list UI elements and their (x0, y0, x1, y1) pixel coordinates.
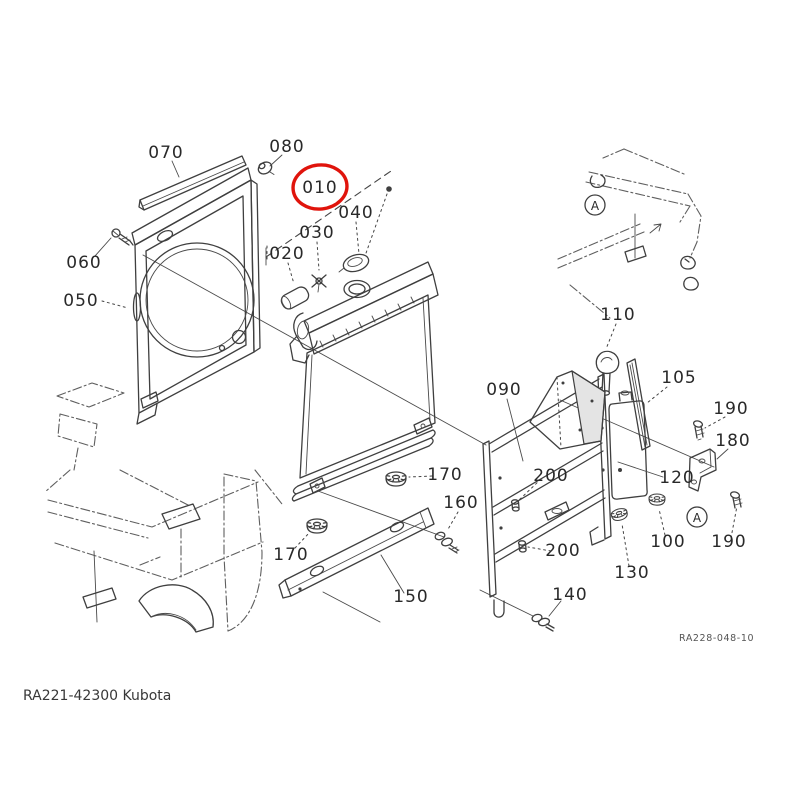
part-label-070: 070 (148, 143, 183, 163)
chassis-frame-bottom-left (44, 382, 283, 633)
part-label-080: 080 (269, 137, 304, 157)
cushion-170-left (306, 518, 328, 534)
grommet-130 (609, 506, 630, 523)
part-label-020: 020 (269, 244, 304, 264)
part-label-190-lower: 190 (711, 532, 746, 552)
part-label-110: 110 (600, 305, 635, 325)
stay-105 (626, 358, 651, 451)
screw-060 (111, 228, 134, 246)
part-label-180: 180 (715, 431, 750, 451)
part-label-100: 100 (650, 532, 685, 552)
part-label-130: 130 (614, 563, 649, 583)
part-label-170-left: 170 (273, 545, 308, 565)
part-label-200-lower: 200 (545, 541, 580, 561)
bolt-200-lower (517, 540, 527, 553)
part-label-190-upper: 190 (713, 399, 748, 419)
footer-part-number: RA221-42300 Kubota (23, 688, 171, 704)
bolt-140 (531, 613, 555, 632)
part-label-030: 030 (299, 223, 334, 243)
frame-hook (683, 276, 699, 291)
drawing-number: RA228-048-10 (679, 633, 754, 644)
radiator-assembly (280, 253, 439, 502)
plate-120 (608, 390, 648, 500)
part-label-040: 040 (338, 203, 373, 223)
ref-marker-top-label: A (591, 199, 600, 213)
ref-marker-top: A (584, 194, 606, 216)
bolt-190-upper (692, 420, 705, 441)
support-bar-150 (278, 507, 435, 599)
highlight-ellipse (291, 163, 349, 211)
part-label-090: 090 (486, 380, 521, 400)
clip-080 (257, 161, 275, 175)
bolt-200-upper (510, 499, 520, 512)
bracket-180 (688, 448, 717, 492)
part-label-170-right: 170 (427, 465, 462, 485)
part-label-120: 120 (659, 468, 694, 488)
part-label-060: 060 (66, 253, 101, 273)
ref-marker-bottom-label: A (693, 511, 702, 525)
ref-marker-bottom: A (686, 506, 708, 528)
frame-hook (680, 255, 696, 270)
part-label-160: 160 (443, 493, 478, 513)
part-label-200-upper: 200 (533, 466, 568, 486)
support-frame-090 (482, 373, 612, 618)
part-labels: 070 080 010 040 030 020 060 050 110 105 … (63, 137, 750, 607)
part-label-140: 140 (552, 585, 587, 605)
part-label-010: 010 (302, 178, 337, 198)
chassis-frame-top-right (557, 148, 702, 319)
part-label-050: 050 (63, 291, 98, 311)
bolt-190-lower (729, 491, 743, 509)
cushion-170-right (385, 471, 407, 487)
shroud-panel (529, 370, 606, 450)
grommet-100 (648, 493, 666, 506)
part-label-105: 105 (661, 368, 696, 388)
leader-lines (94, 154, 738, 617)
part-label-150: 150 (393, 587, 428, 607)
grille-bar-070 (138, 155, 247, 211)
fan-shroud-050 (131, 167, 261, 425)
bolt-160 (434, 531, 460, 554)
